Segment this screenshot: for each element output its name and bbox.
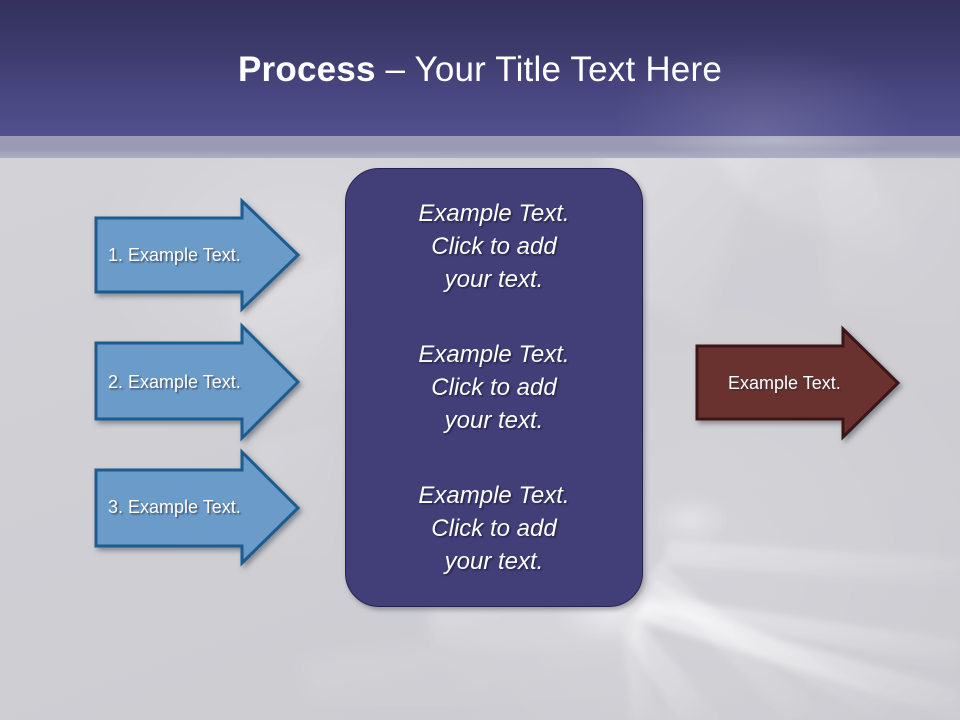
center-paragraph-3: Example Text. Click to add your text. (418, 482, 570, 575)
step-arrow-1-label: 1. Example Text. (108, 245, 241, 265)
page-title-bold: Process (238, 50, 376, 89)
banner-glow (620, 0, 960, 136)
center-paragraph-1: Example Text. Click to add your text. (418, 200, 570, 293)
step-arrow-3[interactable] (94, 448, 301, 567)
accent-band (0, 136, 960, 158)
accent-band-glow (640, 136, 960, 158)
step-arrow-2-label: 2. Example Text. (108, 372, 241, 392)
page-title: Process – Your Title Text Here (0, 48, 960, 92)
center-panel[interactable] (345, 168, 643, 607)
center-paragraph-2: Example Text. Click to add your text. (418, 341, 570, 434)
step-arrow-2[interactable] (94, 322, 301, 442)
result-arrow[interactable] (695, 325, 901, 441)
page-title-rest: – Your Title Text Here (375, 50, 722, 89)
step-arrow-1[interactable] (94, 197, 301, 313)
title-banner (0, 0, 960, 136)
step-arrow-3-label: 3. Example Text. (108, 497, 241, 517)
result-arrow-label: Example Text. (728, 373, 841, 393)
center-panel-text: Example Text. Click to add your text. Ex… (345, 168, 643, 607)
